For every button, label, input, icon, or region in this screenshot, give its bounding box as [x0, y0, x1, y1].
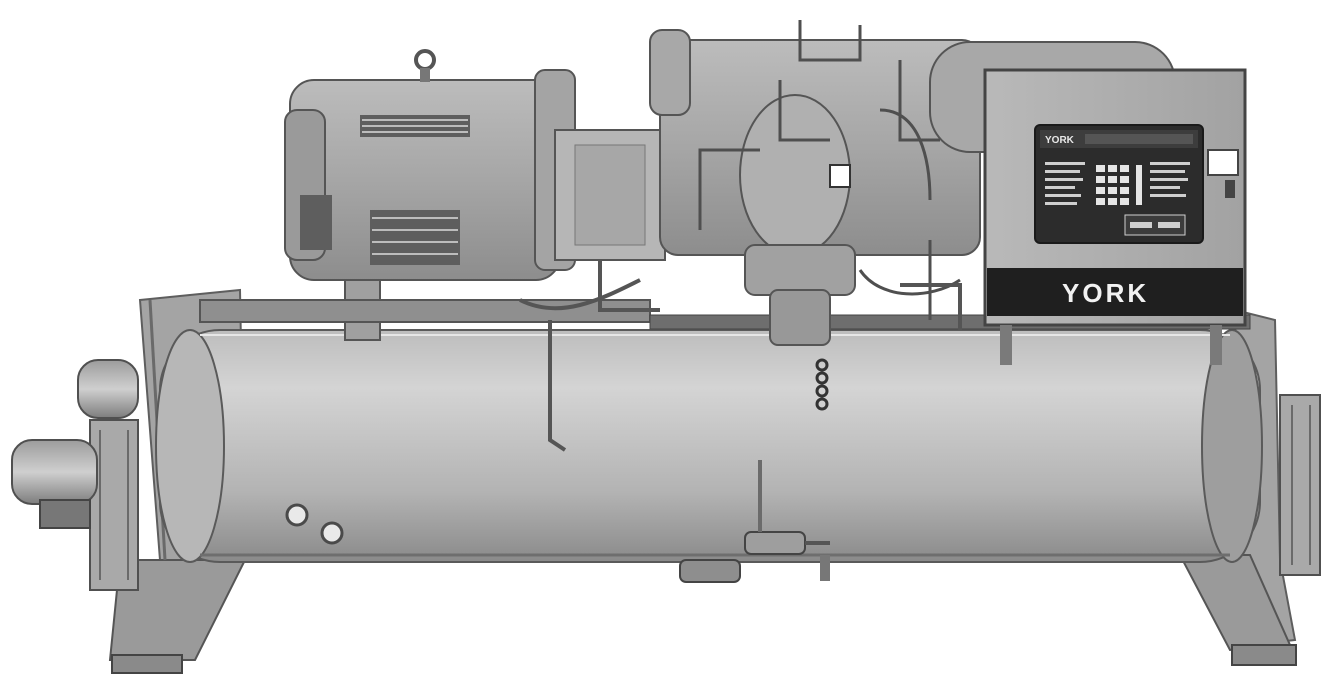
panel-logo: YORK: [1062, 278, 1149, 308]
keypad: [1096, 165, 1142, 205]
coupling-housing: [554, 129, 666, 261]
right-water-box: [1279, 394, 1321, 576]
control-faceplate: [1034, 124, 1204, 244]
evaporator-shell: [155, 329, 1263, 583]
drive-motor: [284, 49, 576, 281]
hanging-chain: [815, 358, 829, 411]
control-center: YORK YORK: [983, 68, 1247, 365]
brand-band: [987, 268, 1243, 316]
left-water-box: [11, 359, 139, 591]
shell-piping: [519, 260, 962, 452]
faceplate-logo: YORK: [1045, 135, 1075, 146]
